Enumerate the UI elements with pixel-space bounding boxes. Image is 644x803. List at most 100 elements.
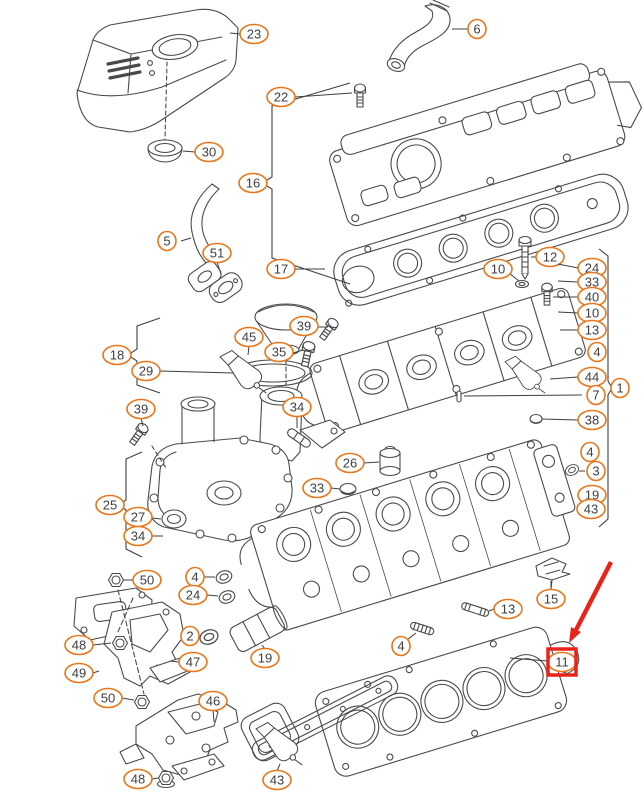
callout-number: 4 <box>191 570 198 585</box>
callout-50[interactable]: 50 <box>93 687 123 709</box>
callout-30[interactable]: 30 <box>194 141 224 163</box>
callout-39[interactable]: 39 <box>289 315 319 337</box>
callout-number: 18 <box>110 348 124 363</box>
callout-16[interactable]: 16 <box>238 172 268 194</box>
bracket-upper-47 <box>73 587 191 687</box>
callout-5[interactable]: 5 <box>157 230 177 252</box>
leader-line-38 <box>541 418 579 421</box>
bolt-39b <box>127 421 151 448</box>
cylinder-head-gasket <box>314 626 580 777</box>
callout-number: 49 <box>72 666 86 681</box>
callout-4[interactable]: 4 <box>580 441 600 463</box>
callout-45[interactable]: 45 <box>234 326 264 348</box>
callout-number: 13 <box>585 323 599 338</box>
callout-47[interactable]: 47 <box>178 651 208 673</box>
callout-33[interactable]: 33 <box>577 271 607 293</box>
callout-49[interactable]: 49 <box>64 662 94 684</box>
callout-number: 39 <box>297 319 311 334</box>
center-line <box>151 445 167 469</box>
leader-line-50 <box>121 697 135 701</box>
callout-2[interactable]: 2 <box>180 625 200 647</box>
callout-6[interactable]: 6 <box>467 18 487 40</box>
callout-43[interactable]: 43 <box>262 769 292 791</box>
callout-35[interactable]: 35 <box>264 341 294 363</box>
callout-11[interactable]: 11 <box>547 651 577 673</box>
seal-ring-4 <box>213 568 235 586</box>
callout-26[interactable]: 26 <box>335 452 365 474</box>
callout-7[interactable]: 7 <box>586 384 606 406</box>
callout-22[interactable]: 22 <box>266 86 296 108</box>
breather-hose-upper <box>386 0 451 72</box>
leader-line-10 <box>557 311 579 314</box>
callout-24[interactable]: 24 <box>178 584 208 606</box>
nut-50b <box>133 694 151 710</box>
cap-26 <box>379 445 401 477</box>
cylinder-head-cover <box>329 63 643 227</box>
callout-number: 2 <box>186 629 193 644</box>
callout-number: 43 <box>584 502 598 517</box>
callout-number: 4 <box>586 445 593 460</box>
leader-line-51 <box>216 261 222 275</box>
callout-48[interactable]: 48 <box>64 634 94 656</box>
leader-line-11 <box>509 657 549 662</box>
callout-number: 50 <box>140 573 154 588</box>
callout-50[interactable]: 50 <box>132 569 162 591</box>
nut-48b <box>156 770 176 789</box>
callout-34[interactable]: 34 <box>282 396 312 418</box>
callout-number: 22 <box>274 90 288 105</box>
callout-13[interactable]: 13 <box>577 319 607 341</box>
callout-number: 48 <box>72 638 86 653</box>
callout-46[interactable]: 46 <box>198 690 228 712</box>
callout-29[interactable]: 29 <box>131 360 161 382</box>
bracket-for-18 <box>127 317 161 394</box>
seal-ring-24 <box>216 588 238 606</box>
callout-number: 10 <box>585 306 599 321</box>
callout-34[interactable]: 34 <box>123 525 153 547</box>
callout-number: 46 <box>206 694 220 709</box>
callout-number: 1 <box>616 381 623 396</box>
callout-25[interactable]: 25 <box>95 494 125 516</box>
callout-10[interactable]: 10 <box>577 302 607 324</box>
leader-line-24 <box>557 263 579 269</box>
callout-10[interactable]: 10 <box>483 258 513 280</box>
center-line <box>164 61 168 141</box>
callout-19[interactable]: 19 <box>250 647 280 669</box>
callout-number: 45 <box>242 330 256 345</box>
callout-number: 27 <box>131 510 145 525</box>
callout-13[interactable]: 13 <box>493 598 523 620</box>
callout-number: 10 <box>491 262 505 277</box>
callout-51[interactable]: 51 <box>202 242 232 264</box>
stud-4 <box>410 621 435 636</box>
callout-23[interactable]: 23 <box>239 23 269 45</box>
callout-number: 3 <box>592 464 599 479</box>
leader-line-49 <box>92 670 100 674</box>
callout-18[interactable]: 18 <box>102 344 132 366</box>
callout-1[interactable]: 1 <box>610 377 630 399</box>
callout-27[interactable]: 27 <box>123 506 153 528</box>
highlight-box <box>546 647 578 677</box>
callout-4[interactable]: 4 <box>391 635 411 657</box>
callout-4[interactable]: 4 <box>185 566 205 588</box>
sleeve-cartridge-19 <box>229 605 288 653</box>
head-bolt <box>518 235 532 280</box>
callout-number: 19 <box>258 651 272 666</box>
callout-number: 24 <box>186 588 200 603</box>
callout-12[interactable]: 12 <box>535 246 565 268</box>
callout-38[interactable]: 38 <box>577 409 607 431</box>
callout-39[interactable]: 39 <box>126 398 156 420</box>
callout-3[interactable]: 3 <box>586 460 606 482</box>
callout-48[interactable]: 48 <box>123 768 153 790</box>
callout-number: 48 <box>131 772 145 787</box>
callout-17[interactable]: 17 <box>266 258 296 280</box>
callout-number: 40 <box>585 290 599 305</box>
leader-line-27 <box>151 517 162 520</box>
callout-4[interactable]: 4 <box>587 341 607 363</box>
callout-24[interactable]: 24 <box>577 257 607 279</box>
callout-44[interactable]: 44 <box>577 366 607 388</box>
engine-cover <box>76 8 239 133</box>
callout-43[interactable]: 43 <box>576 498 606 520</box>
callout-15[interactable]: 15 <box>536 588 566 610</box>
callout-number: 15 <box>544 592 558 607</box>
callout-33[interactable]: 33 <box>302 477 332 499</box>
